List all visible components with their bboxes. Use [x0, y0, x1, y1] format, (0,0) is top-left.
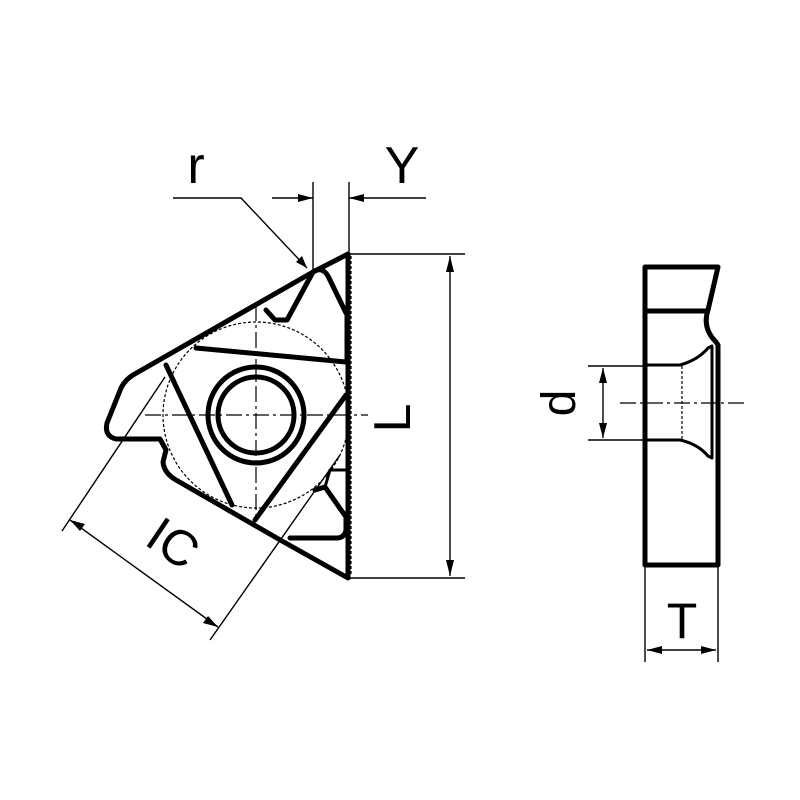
label-y: Y — [385, 137, 420, 195]
countersink-profile — [645, 344, 714, 460]
label-l: L — [364, 404, 422, 433]
ic-dim-line — [69, 519, 219, 628]
tooth-top — [263, 267, 349, 323]
insert-outline — [103, 251, 351, 581]
t-arrow-right — [701, 646, 716, 654]
dimension-y: Y — [272, 137, 426, 272]
chipbreaker-line-right — [252, 392, 349, 523]
ic-arrow-left — [70, 520, 85, 531]
label-d: d — [533, 390, 586, 417]
dimension-ic: IC — [61, 376, 341, 641]
l-arrow-top — [446, 256, 454, 272]
y-arrow-left — [298, 194, 313, 202]
r-arrowhead — [296, 256, 307, 268]
side-view — [620, 264, 745, 568]
label-r: r — [187, 137, 204, 195]
dimension-l: L — [350, 253, 465, 579]
l-arrow-bottom — [446, 560, 454, 576]
top-view — [103, 251, 368, 581]
chipbreaker-line-left — [163, 362, 235, 508]
t-arrow-left — [647, 646, 662, 654]
r-leader-line — [173, 197, 308, 269]
ic-arrow-right — [203, 616, 218, 627]
label-ic: IC — [137, 506, 210, 580]
d-arrow-bottom — [599, 423, 607, 438]
ic-extension-left — [61, 376, 166, 532]
dimension-t: T — [644, 567, 719, 662]
y-arrow-right — [349, 194, 364, 202]
chipbreaker-line-top — [193, 345, 349, 365]
ic-extension-right — [209, 454, 341, 641]
dimension-r: r — [173, 137, 308, 269]
dimension-d: d — [533, 365, 645, 441]
d-arrow-top — [599, 368, 607, 383]
label-t: T — [667, 593, 698, 649]
tooth-bottom — [287, 484, 349, 541]
